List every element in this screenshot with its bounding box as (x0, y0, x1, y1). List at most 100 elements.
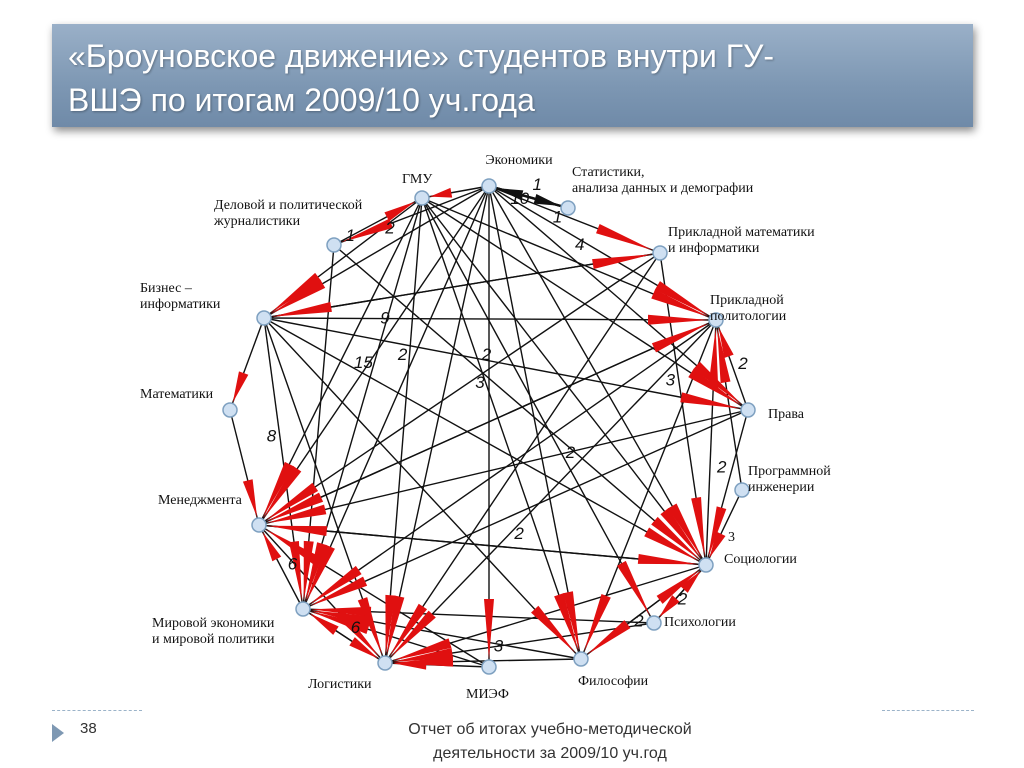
edge-econ-phil (488, 185, 582, 660)
arrowhead-stat-econ (496, 188, 524, 201)
node-label-econ: Экономики (485, 153, 553, 168)
slide-title: «Броуновское движение» студентов внутри … (52, 24, 973, 127)
node-label-soc: Социологии (724, 552, 797, 567)
arrowhead-biz-soc (644, 527, 700, 562)
edge-polit-log (384, 319, 717, 664)
arrowhead-man-soc (637, 553, 699, 565)
arrowhead-pmi-man (265, 482, 319, 521)
edge-pravo-man (258, 409, 749, 526)
arrowhead-biz-polit (647, 314, 709, 325)
node-log (377, 655, 393, 671)
node-miep (481, 659, 497, 675)
arrowhead-pmi-biz (271, 302, 332, 317)
node-psy (646, 615, 662, 631)
edge-polit-mir (302, 319, 717, 610)
node-label-line: Деловой и политической (214, 198, 363, 213)
node-stat (560, 200, 576, 216)
node-label-line: журналистики (213, 214, 301, 229)
arrowhead-jour-soc (651, 516, 700, 560)
arrowhead-soc-log (392, 638, 452, 661)
arrowhead-pravo-soc (708, 506, 727, 558)
arrowhead-mir-man (262, 532, 282, 562)
edge-weight-log-mir: 6 (351, 618, 361, 637)
edge-weight-psy-soc: 2 (677, 590, 688, 609)
node-econ (481, 178, 497, 194)
arrowhead-pmi-soc (691, 496, 705, 558)
edge-econ-log (384, 185, 490, 664)
edge-econ-soc (488, 185, 707, 566)
arrowhead-miep-log (392, 659, 427, 670)
arrowhead-econ-polit (654, 281, 710, 316)
arrowhead-gmu-mir (305, 542, 327, 602)
arrowhead-gmu-biz (270, 272, 322, 314)
arrowhead-miep-man (265, 529, 320, 565)
node-label-line: и мировой политики (152, 632, 275, 647)
arrowhead-mir-log (349, 637, 379, 659)
arrowhead-econ-stat (533, 193, 561, 206)
node-prog (734, 482, 750, 498)
nodes-layer (222, 178, 756, 675)
node-label-line: анализа данных и демографии (572, 181, 754, 196)
arrowhead-econ-biz (270, 279, 326, 314)
edge-biz-polit (263, 317, 717, 321)
edge-weight-biz-mir: 8 (267, 426, 277, 445)
edge-jour-soc (333, 244, 707, 566)
node-label-mat: Математики (140, 387, 214, 402)
node-label-miep: МИЭФ (466, 687, 509, 702)
arrowhead-gmu-psy (617, 560, 651, 616)
edge-weight-pmi-man: 2 (481, 345, 492, 364)
arrowhead-polit-mir (309, 565, 362, 605)
arrowhead-pmi-log (389, 603, 428, 657)
node-label-line: Прикладной (710, 293, 784, 308)
arrowhead-soc-psy (659, 595, 680, 618)
node-phil (573, 651, 589, 667)
node-jour (326, 237, 342, 253)
node-mir (295, 601, 311, 617)
arrowhead-biz-mir (289, 540, 302, 602)
node-label-phil: Философии (578, 674, 649, 689)
node-label-line: Менеджмента (158, 493, 243, 508)
arrowhead-gmu-polit (651, 289, 709, 317)
arrowhead-biz-pmi (592, 254, 653, 269)
arrowhead-polit-man (266, 492, 324, 522)
node-label-line: Социологии (724, 552, 797, 567)
node-polit (708, 312, 724, 328)
node-label-line: Мировой экономики (152, 616, 275, 631)
edge-gmu-log (384, 197, 423, 664)
arrowhead-jour-gmu (384, 201, 415, 222)
edge-weight-gmu-biz: 1 (345, 226, 354, 245)
arrowhead-pravo-polit (718, 327, 734, 359)
arrowhead-econ-gmu (429, 187, 453, 198)
edge-biz-pravo (263, 317, 749, 411)
node-label-line: Философии (578, 674, 649, 689)
side-number-soc: 3 (728, 530, 735, 545)
edge-weight-econ-pmi: 1 (553, 208, 562, 227)
node-label-line: Экономики (485, 153, 553, 168)
node-label-line: Права (768, 407, 805, 422)
node-label-line: Математики (140, 387, 214, 402)
node-label-psy: Психологии (664, 615, 736, 630)
edge-weight-econ-biz: 2 (384, 219, 395, 238)
node-mat (222, 402, 238, 418)
arrowhead-econ-jour (341, 218, 393, 243)
arrowhead-man-log (335, 609, 380, 658)
arrowhead-gmu-man (262, 461, 294, 518)
arrowhead-pravo-mir (310, 576, 368, 606)
arrowhead-gmu-log (385, 594, 396, 656)
edge-weight-stat-econ: 1 (533, 175, 542, 194)
arrowhead-econ-man (263, 465, 302, 519)
edge-econ-mir (302, 185, 490, 610)
node-pravo (740, 402, 756, 418)
node-soc (698, 557, 714, 573)
node-label-log: Логистики (308, 677, 372, 692)
edge-econ-man (258, 185, 490, 526)
edge-weight-gmu-mir: 15 (354, 353, 373, 372)
arrowhead-econ-phil (563, 591, 580, 652)
edge-man-polit (258, 319, 717, 526)
edge-weight-econ-man: 9 (380, 308, 390, 327)
edge-weight-pmi-soc: 3 (666, 370, 676, 389)
